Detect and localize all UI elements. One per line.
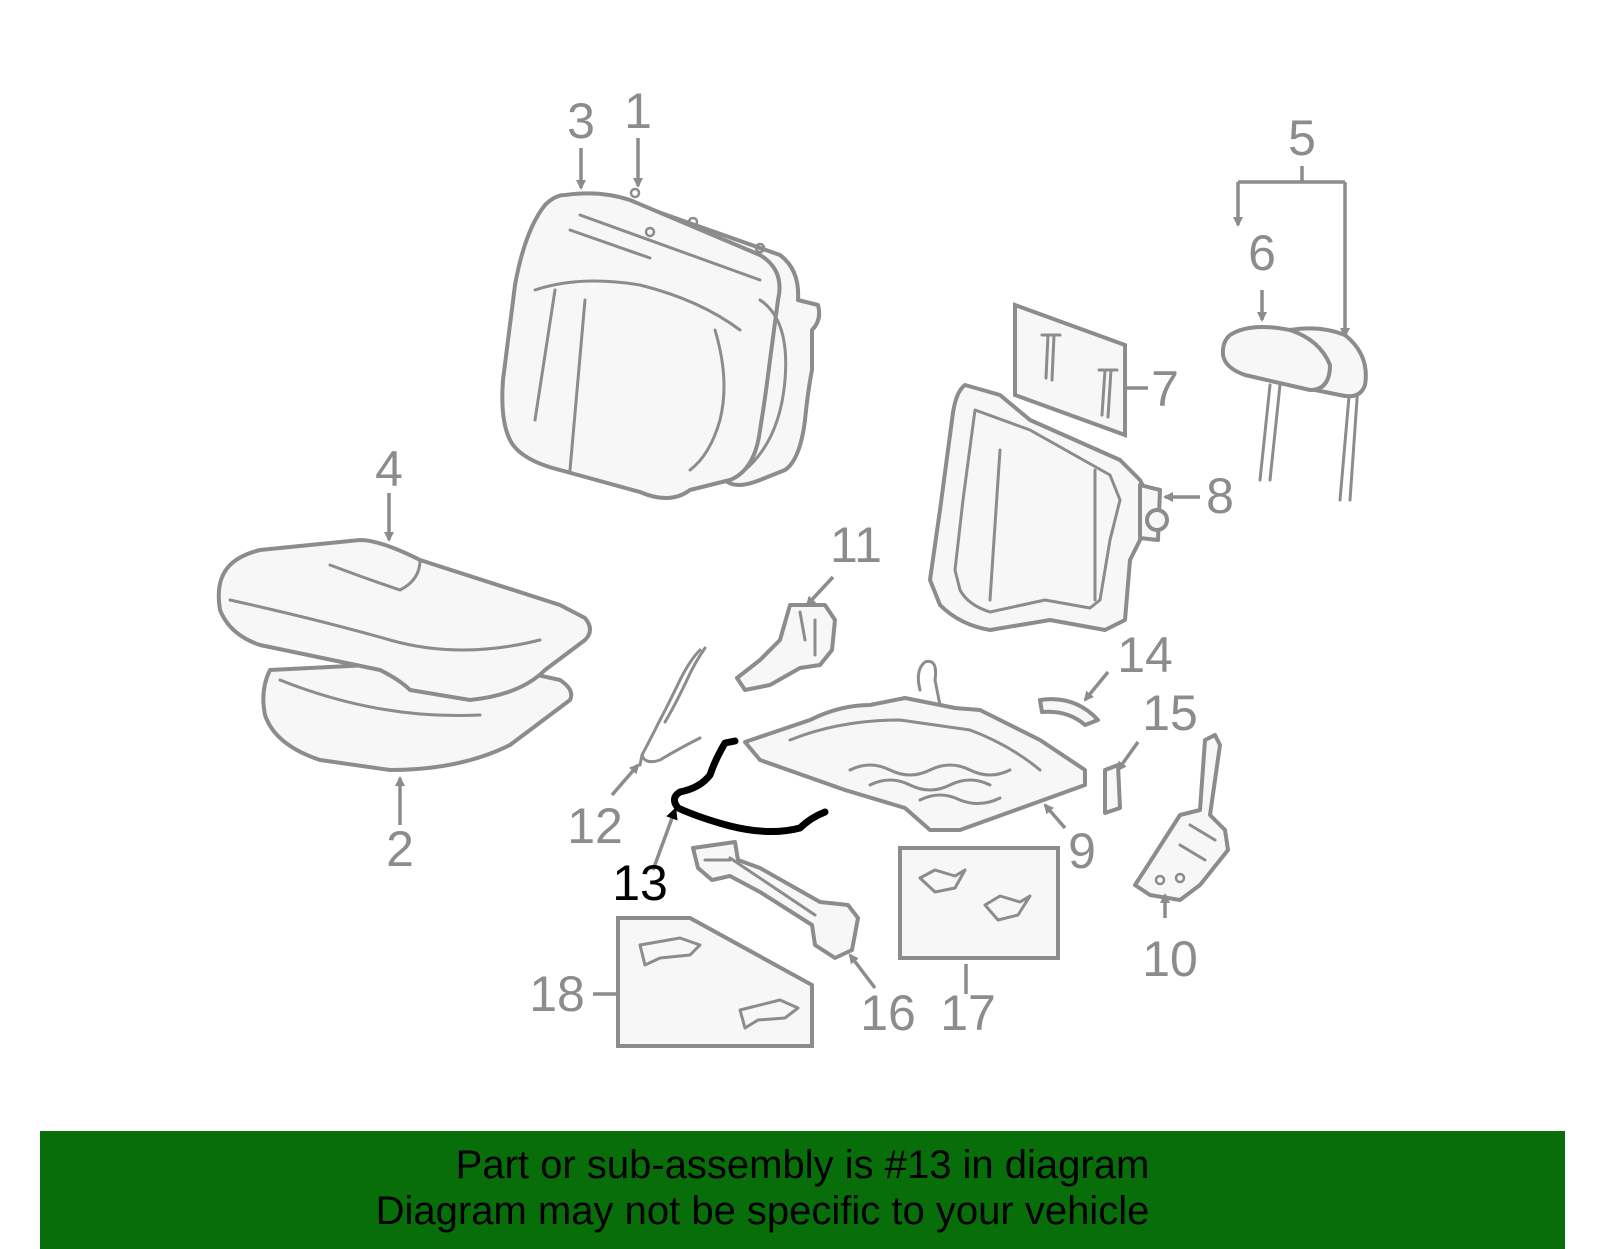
hardware-kit-18 [616, 916, 814, 1048]
part-13-wire [671, 737, 829, 836]
seat-back-cover [500, 191, 782, 500]
label-13: 13 [612, 855, 668, 911]
side-trim [1133, 733, 1230, 902]
seat-track-rail [691, 840, 860, 960]
label-7: 7 [1151, 361, 1179, 417]
seat-cushion-frame [743, 659, 1087, 832]
hardware-kit-17 [898, 846, 1060, 960]
part-14-trim [1038, 697, 1100, 727]
info-banner: Part or sub-assembly is #13 in diagram D… [40, 1131, 1565, 1249]
banner-part-text: Part or sub-assembly is #13 in diagram [455, 1143, 1150, 1187]
box-18 [616, 916, 814, 1048]
seat-cushion-assembly [216, 538, 592, 772]
label-11: 11 [830, 517, 882, 573]
label-12: 12 [567, 798, 623, 854]
release-cable [638, 646, 707, 767]
seat-track [691, 840, 860, 960]
label-9: 9 [1068, 823, 1096, 879]
seat-cushion-cover [216, 538, 592, 702]
bolt-kit [1013, 302, 1127, 438]
label-3: 3 [567, 93, 595, 149]
label-17: 17 [940, 985, 996, 1041]
label-10: 10 [1142, 931, 1198, 987]
headrest [1220, 324, 1368, 502]
headrest-front [1220, 324, 1332, 392]
label-1: 1 [624, 83, 652, 139]
label-2: 2 [386, 821, 414, 877]
seat-back-frame [928, 383, 1169, 632]
callout-labels: 1 2 3 4 5 6 7 8 9 10 11 12 13 14 15 16 1… [375, 83, 1316, 1041]
label-16: 16 [860, 985, 916, 1041]
part-15-bracket [1103, 763, 1122, 815]
label-4: 4 [375, 441, 403, 497]
label-6: 6 [1248, 225, 1276, 281]
banner-disclaimer-text: Diagram may not be specific to your vehi… [375, 1189, 1150, 1233]
label-8: 8 [1206, 468, 1234, 524]
seat-back-assembly [500, 187, 822, 500]
recliner-cover [735, 603, 837, 692]
box-17 [898, 846, 1060, 960]
label-18: 18 [529, 966, 585, 1022]
label-15: 15 [1142, 685, 1198, 741]
label-14: 14 [1117, 627, 1173, 683]
bolt-kit-box [1013, 302, 1127, 438]
recliner-cover-body [735, 603, 837, 692]
leader-lines [384, 138, 1350, 996]
label-5: 5 [1288, 110, 1316, 166]
